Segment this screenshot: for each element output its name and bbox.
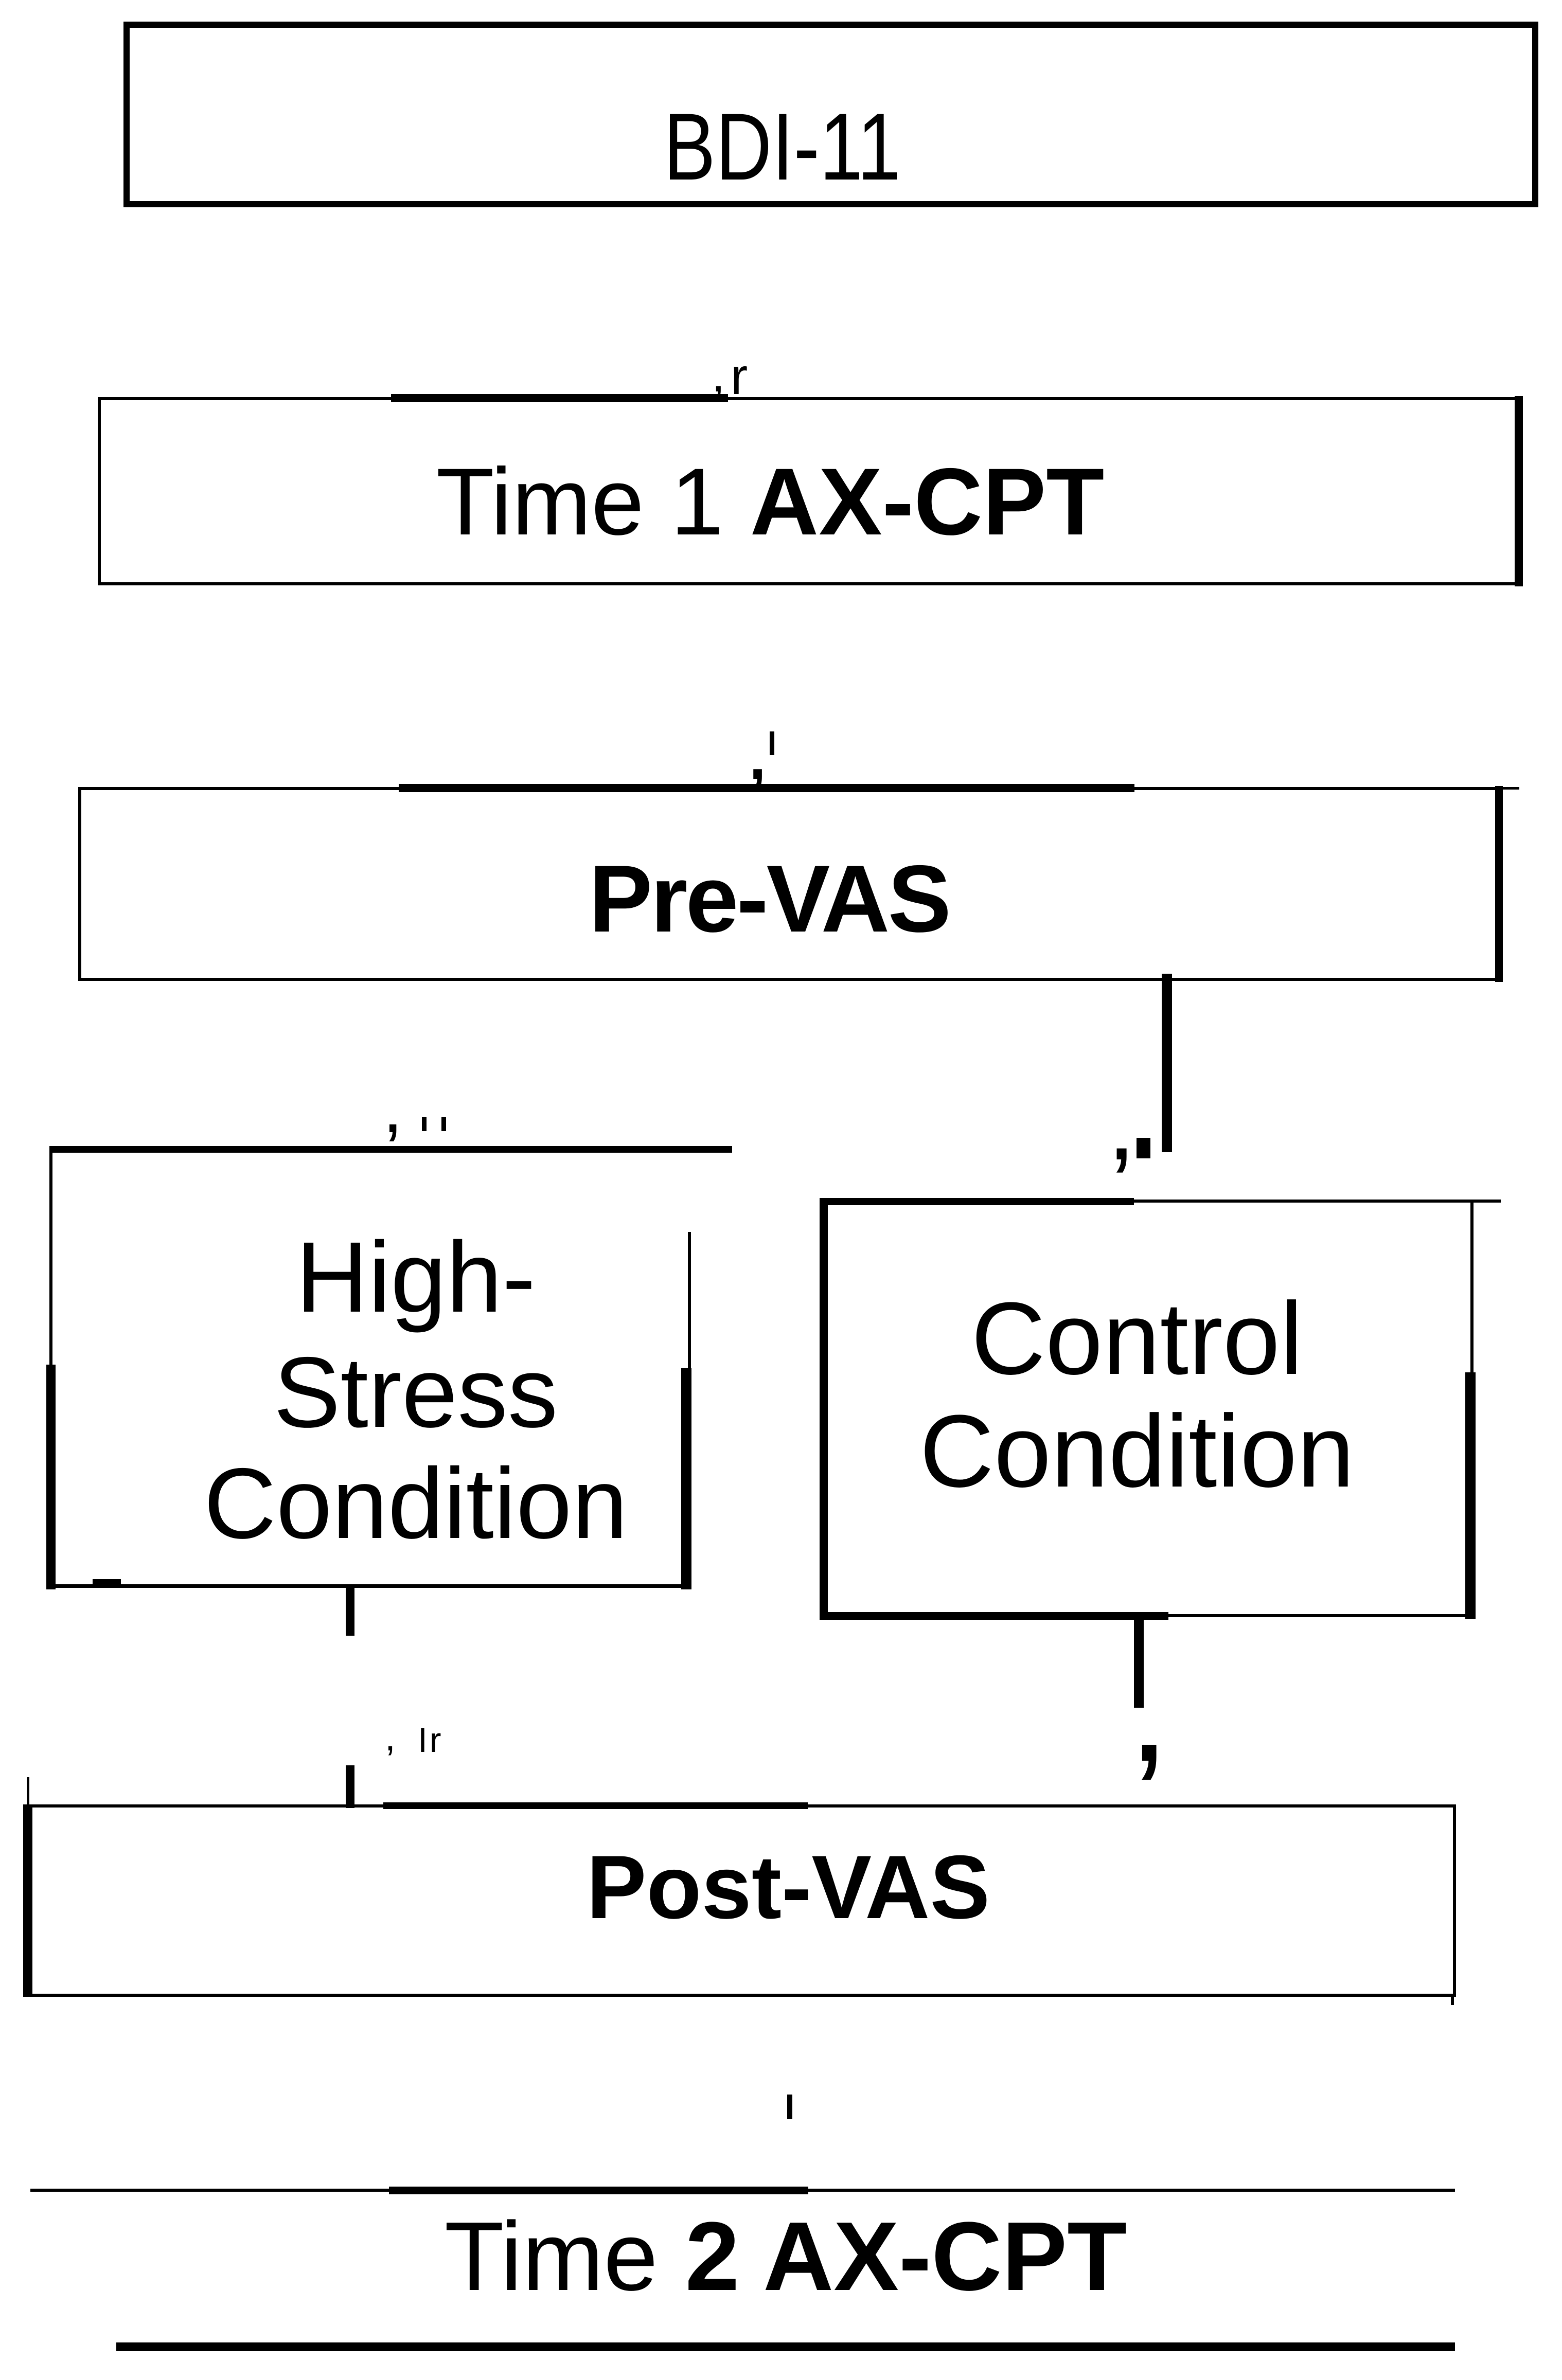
high-stress-box-left-border-thin [49,1146,52,1365]
control-box-bottom-border-thin [1168,1614,1472,1617]
time1-box-top-thick-segment [391,394,728,402]
control-box-bottom-border-thick [820,1612,1168,1620]
control-box-top-border-thin [1134,1200,1501,1203]
post-vas-box-corner-tick [1451,1997,1454,2005]
control-box-top-border-thick [820,1198,1134,1205]
connector-highstress-to-postvas-upper [346,1584,354,1636]
control-label-line1: Control [971,1281,1303,1396]
scan-artifact-r: r [731,348,748,405]
pre-vas-box-corner-tick [1503,787,1519,790]
high-stress-box-top-border [49,1146,732,1153]
scan-artifact-ir: Ir [418,1721,443,1760]
post-vas-box-bottom-border [23,1994,1456,1997]
time2-label-regular: Time [444,2202,685,2311]
high-stress-box-left-border-thick [46,1365,56,1589]
time1-box [98,397,1523,585]
time1-box-right-thick-border [1515,396,1523,586]
scan-artifact-comma: , [745,698,770,798]
bdi-box [123,22,1538,207]
time1-box-label: Time 1 AX-CPT [436,455,1105,550]
connector-highstress-to-postvas-lower [346,1765,354,1808]
post-vas-box-right-border [1453,1805,1456,1997]
high-stress-label-line3: Condition [204,1447,628,1560]
pre-vas-box-right-thick-border [1495,786,1503,982]
post-vas-box-top-thick-segment [383,1802,808,1809]
scan-artifact-comma: , [383,1067,403,1148]
scan-artifact-tick [787,2095,792,2119]
control-box-right-border-thin [1470,1200,1474,1372]
bdi-box-label: BDI-11 [663,94,901,200]
post-vas-box-left-riser [27,1777,29,1807]
scan-artifact-tick [422,1117,427,1131]
connector-control-to-postvas [1134,1619,1144,1708]
control-box-right-border-thick [1465,1372,1476,1619]
post-vas-box-left-border [23,1807,32,1997]
scan-artifact-tick [441,1117,446,1131]
scan-artifact-tick [770,731,774,755]
time2-bottom-rule [116,2342,1455,2351]
control-box-left-border [820,1198,828,1619]
high-stress-box-bottom-border [49,1584,691,1588]
control-label-line2: Condition [919,1394,1355,1509]
high-stress-box-bottom-tick [93,1579,121,1587]
scan-artifact-comma: , [1128,1626,1170,1793]
scan-artifact-square-dot [1137,1138,1150,1158]
high-stress-label-line2: Stress [273,1336,558,1448]
pre-vas-box [78,787,1503,981]
time2-top-rule-thick-segment [389,2187,808,2194]
scan-artifact-comma: , [385,1715,396,1759]
time2-label-bold: 2 AX-CPT [685,2202,1127,2311]
high-stress-box-right-border-thick [681,1368,691,1589]
scan-artifact-comma: , [1107,1067,1136,1182]
time2-label: Time 2 AX-CPT [445,2208,1127,2305]
time1-label-regular: Time 1 [436,449,750,555]
connector-prevas-to-control [1162,974,1172,1152]
post-vas-box-label: Post-VAS [586,1837,990,1938]
scan-artifact-comma: , [712,348,725,402]
high-stress-label-line1: High- [296,1221,536,1333]
high-stress-box-right-border-thin [688,1232,691,1368]
pre-vas-box-top-thick-segment [399,784,1134,792]
pre-vas-box-label: Pre-VAS [589,846,951,952]
time1-label-bold: AX-CPT [750,449,1105,555]
